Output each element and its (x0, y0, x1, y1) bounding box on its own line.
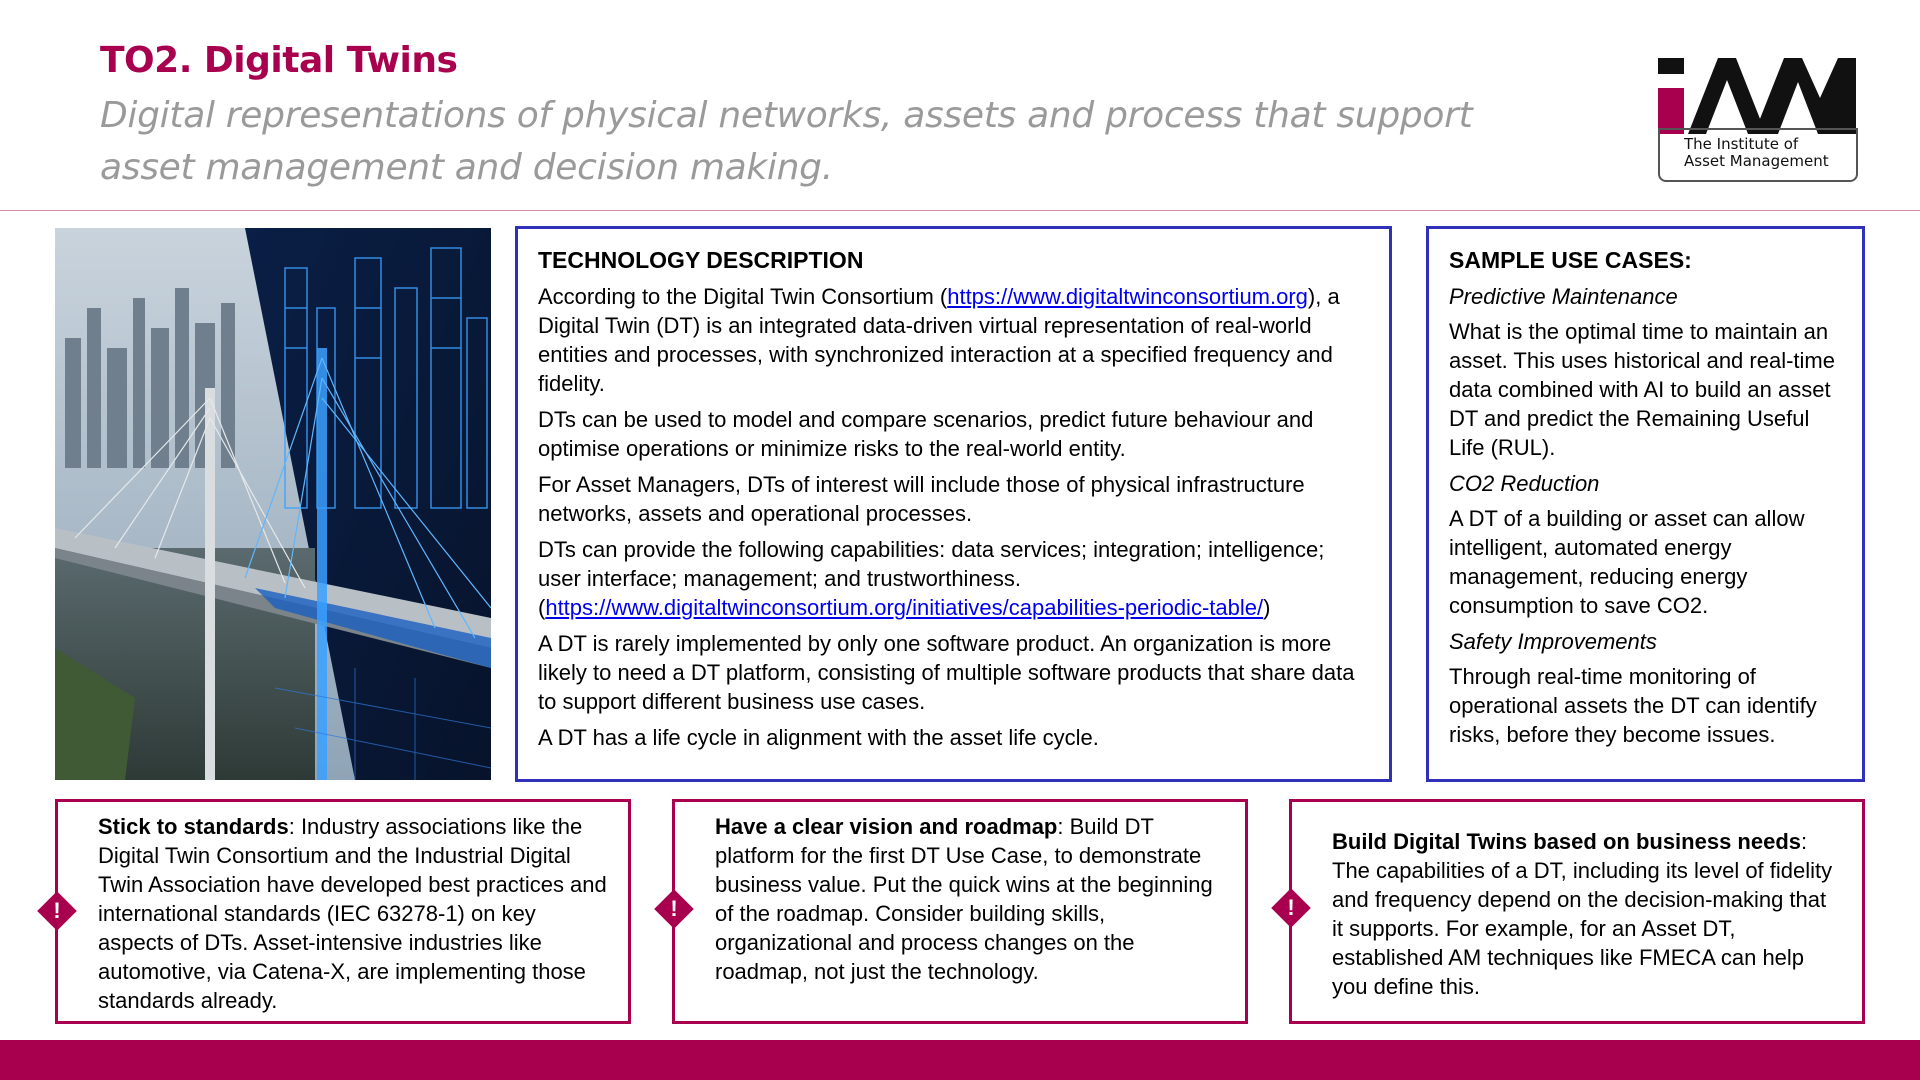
exclamation-mark: ! (1287, 895, 1295, 920)
tip-title: Build Digital Twins based on business ne… (1332, 829, 1802, 854)
tip-text: Have a clear vision and roadmap: Build D… (715, 812, 1225, 986)
technology-paragraph-1: According to the Digital Twin Consortium… (538, 282, 1369, 398)
technology-heading: TECHNOLOGY DESCRIPTION (538, 247, 864, 273)
tip-title: Have a clear vision and roadmap (715, 814, 1058, 839)
use-case-text: A DT of a building or asset can allow in… (1449, 506, 1805, 618)
technology-paragraph-2: DTs can be used to model and compare sce… (538, 407, 1314, 461)
capabilities-table-link[interactable]: https://www.digitaltwinconsortium.org/in… (545, 595, 1264, 620)
technology-paragraph-3: For Asset Managers, DTs of interest will… (538, 472, 1305, 526)
sample-use-cases-panel: SAMPLE USE CASES: Predictive Maintenance… (1426, 226, 1865, 782)
use-case-title: Safety Improvements (1449, 629, 1657, 654)
logo-line-2: Asset Management (1684, 152, 1829, 170)
header-divider (0, 210, 1920, 211)
use-case-title: Predictive Maintenance (1449, 284, 1678, 309)
iam-logo-mark (1658, 58, 1856, 134)
tech-p1-text-after: ), a Digital Twin (DT) is an integrated … (538, 284, 1340, 396)
technology-description-panel: TECHNOLOGY DESCRIPTION According to the … (515, 226, 1392, 782)
page-subtitle: Digital representations of physical netw… (100, 95, 1473, 188)
iam-logo: The Institute of Asset Management (1658, 58, 1860, 184)
tip-title: Stick to standards (98, 814, 289, 839)
tip-body: : Industry associations like the Digital… (98, 814, 607, 1013)
logo-text: The Institute of Asset Management (1684, 136, 1829, 170)
tip-body: : Build DT platform for the first DT Use… (715, 814, 1213, 984)
tip-box-roadmap: Have a clear vision and roadmap: Build D… (672, 799, 1248, 1024)
tip-text: Build Digital Twins based on business ne… (1332, 827, 1842, 1001)
tech-p4-text-after: ) (1263, 595, 1271, 620)
use-case-text: Through real-time monitoring of operatio… (1449, 664, 1817, 747)
digital-twin-bridge-image (55, 228, 491, 780)
technology-paragraph-6: A DT has a life cycle in alignment with … (538, 725, 1099, 750)
use-case-title: CO2 Reduction (1449, 471, 1600, 496)
tip-box-business-needs: Build Digital Twins based on business ne… (1289, 799, 1865, 1024)
technology-paragraph-4: DTs can provide the following capabiliti… (538, 535, 1369, 622)
logo-line-1: The Institute of (1684, 135, 1799, 153)
tip-body: : The capabilities of a DT, including it… (1332, 829, 1833, 999)
tech-p4-text: DTs can provide the following capabiliti… (538, 537, 1325, 620)
consortium-link[interactable]: https://www.digitaltwinconsortium.org (947, 284, 1308, 309)
logo-frame (1658, 128, 1858, 182)
tip-text: Stick to standards: Industry association… (98, 812, 608, 1015)
tech-p1-text: According to the Digital Twin Consortium… (538, 284, 948, 309)
page-title: TO2. Digital Twins (100, 40, 458, 81)
use-case-text: What is the optimal time to maintain an … (1449, 319, 1835, 460)
use-cases-heading: SAMPLE USE CASES: (1449, 247, 1692, 273)
exclamation-mark: ! (53, 898, 61, 923)
technology-paragraph-5: A DT is rarely implemented by only one s… (538, 631, 1355, 714)
tip-box-standards: Stick to standards: Industry association… (55, 799, 631, 1024)
exclamation-mark: ! (670, 896, 678, 921)
footer-bar (0, 1040, 1920, 1080)
